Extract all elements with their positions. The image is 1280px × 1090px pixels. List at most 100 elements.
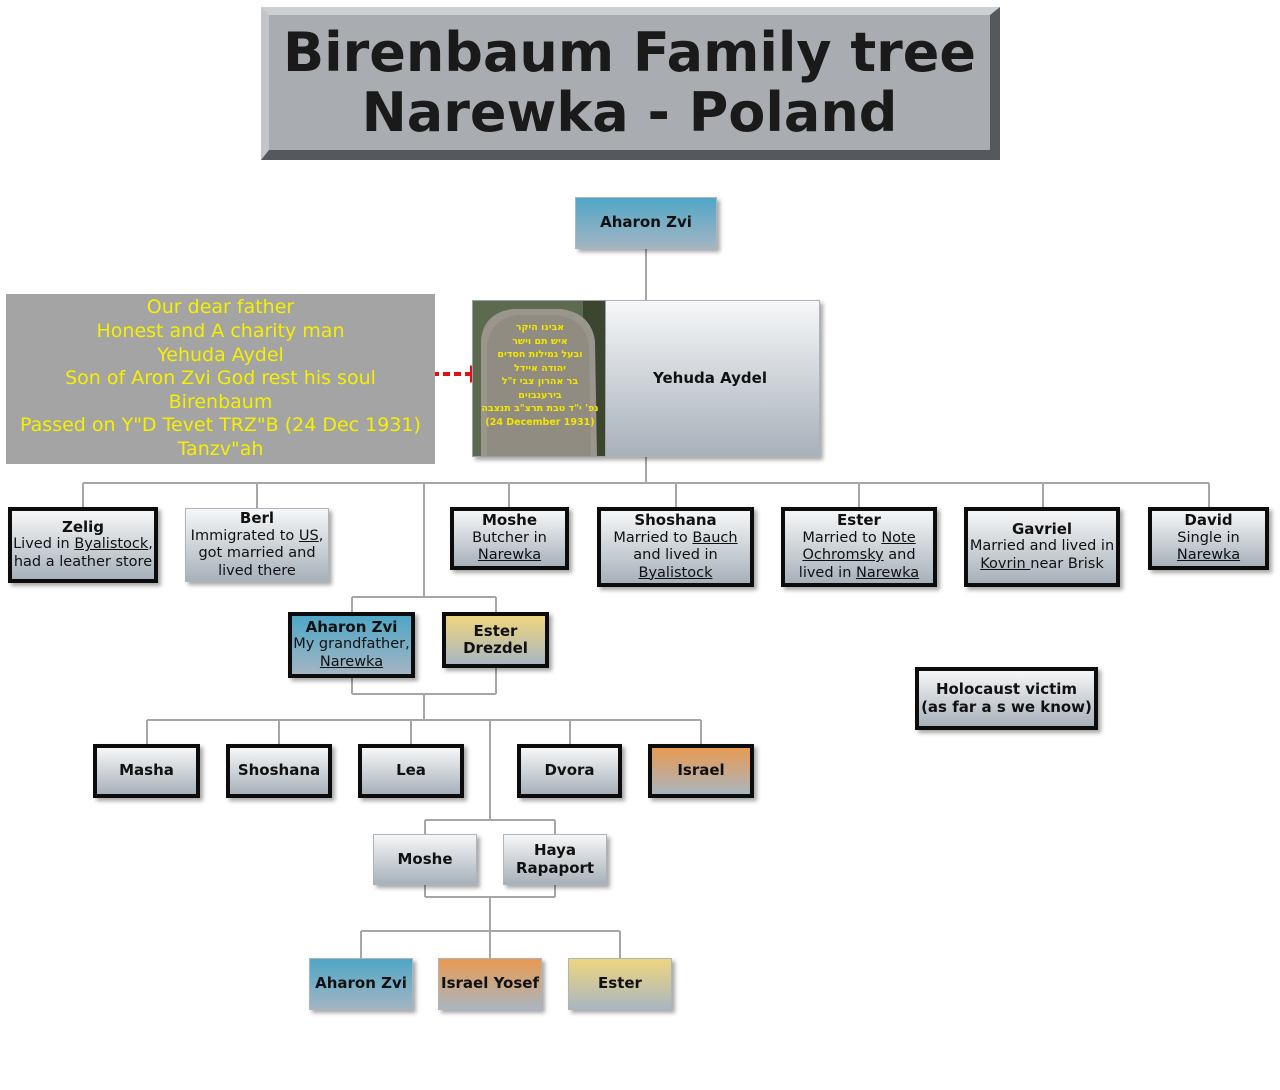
page-title: Birenbaum Family tree Narewka - Poland bbox=[261, 7, 1000, 160]
note-line: Birenbaum bbox=[168, 390, 273, 413]
inscription-line: אבינו היקר bbox=[515, 322, 565, 333]
detail-text: Married to bbox=[613, 529, 693, 546]
node-name: Aharon Zvi bbox=[600, 213, 692, 232]
node-name: Masha bbox=[119, 761, 174, 780]
note-line: Yehuda Aydel bbox=[157, 343, 284, 366]
note-line: Tanzv"ah bbox=[177, 437, 264, 460]
node-name: Lea bbox=[396, 761, 426, 780]
node-detail: Married to Note bbox=[802, 530, 915, 548]
node-name: Yehuda Aydel bbox=[652, 368, 767, 387]
inscription-line: בירענבוים bbox=[518, 389, 562, 401]
tombstone-stone-shape bbox=[473, 301, 605, 456]
node-lea[interactable]: Lea bbox=[358, 744, 464, 798]
detail-text: , bbox=[318, 527, 324, 544]
detail-text: Married and lived in bbox=[969, 538, 1115, 555]
node-masha[interactable]: Masha bbox=[93, 744, 200, 798]
node-name: Aharon Zvi bbox=[315, 974, 407, 993]
inscription-line: בר אהרון צבי ז"ל bbox=[501, 376, 579, 387]
node-root-aharon-zvi[interactable]: Aharon Zvi bbox=[575, 197, 717, 249]
note-line: Honest and A charity man bbox=[96, 320, 345, 343]
node-father-moshe[interactable]: Moshe bbox=[373, 834, 477, 885]
node-detail: Kovrin near Brisk bbox=[980, 556, 1104, 574]
node-israel[interactable]: Israel bbox=[648, 744, 754, 798]
node-name: Shoshana bbox=[634, 511, 717, 529]
detail-text: and bbox=[883, 547, 916, 563]
node-detail: Lived in Byalistock, bbox=[13, 536, 153, 554]
legend-text: Holocaust victim bbox=[935, 680, 1078, 698]
node-berl[interactable]: Berl Immigrated to US, got married and l… bbox=[185, 508, 329, 582]
person-link[interactable]: Note bbox=[881, 529, 916, 546]
node-detail: Ochromsky and bbox=[802, 547, 915, 565]
node-gavriel[interactable]: Gavriel Married and lived in Kovrin near… bbox=[964, 507, 1120, 587]
place-link[interactable]: US bbox=[298, 527, 319, 544]
node-name: Shoshana bbox=[237, 761, 321, 780]
node-israel-yosef[interactable]: Israel Yosef bbox=[438, 958, 542, 1010]
place-link[interactable]: Bauch bbox=[692, 529, 738, 546]
place-link[interactable]: Narewka bbox=[856, 564, 920, 581]
detail-text: Single in bbox=[1177, 529, 1240, 546]
detail-text: Lived in bbox=[13, 536, 75, 553]
tombstone-inscription: אבינו היקר איש תם וישר ובעל גמילות חסדים… bbox=[473, 321, 605, 429]
node-name: Israel Yosef bbox=[441, 974, 539, 993]
node-aharon-zvi-junior[interactable]: Aharon Zvi bbox=[309, 958, 413, 1010]
node-ester[interactable]: Ester Married to Note Ochromsky and live… bbox=[781, 507, 937, 587]
tombstone-translation: Our dear father Honest and A charity man… bbox=[6, 294, 435, 464]
node-detail: lived in Narewka bbox=[799, 565, 919, 583]
detail-text: Married to bbox=[802, 529, 882, 546]
note-line: Passed on Y"D Tevet TRZ"B (24 Dec 1931) bbox=[20, 414, 421, 437]
node-ester-drezdel[interactable]: Ester Drezdel bbox=[442, 612, 549, 668]
inscription-line: איש תם וישר bbox=[512, 335, 568, 347]
node-name: Ester bbox=[837, 511, 881, 529]
detail-text: lived there bbox=[218, 562, 296, 579]
inscription-line: (24 December 1931) bbox=[485, 416, 595, 428]
node-name: Israel bbox=[677, 761, 725, 780]
node-shoshana-2[interactable]: Shoshana bbox=[226, 744, 332, 798]
place-link[interactable]: Narewka bbox=[1176, 547, 1241, 564]
node-name: Ester bbox=[598, 974, 642, 993]
node-haya-rapaport[interactable]: Haya Rapaport bbox=[503, 834, 607, 885]
title-line-2: Narewka - Poland bbox=[361, 80, 898, 144]
node-detail: Immigrated to US, bbox=[191, 528, 324, 546]
node-grandfather-aharon-zvi[interactable]: Aharon Zvi My grandfather, Narewka bbox=[288, 612, 415, 678]
node-name: Aharon Zvi bbox=[305, 617, 398, 636]
node-shoshana[interactable]: Shoshana Married to Bauch and lived in B… bbox=[597, 507, 754, 587]
legend-text: (as far a s we know) bbox=[921, 697, 1092, 716]
legend-holocaust-victim: Holocaust victim (as far a s we know) bbox=[915, 667, 1098, 730]
person-link[interactable]: Ochromsky bbox=[802, 547, 884, 563]
node-name: Zelig bbox=[61, 517, 105, 536]
place-link[interactable]: Kovrin bbox=[980, 555, 1031, 572]
inscription-line: נפ' י"ד טבת תרצ"ב תנצבה bbox=[481, 403, 599, 414]
inscription-line: ובעל גמילות חסדים bbox=[497, 349, 583, 360]
detail-text: near Brisk bbox=[1030, 555, 1104, 572]
detail-text: lived in bbox=[798, 564, 856, 581]
place-link[interactable]: Narewka bbox=[477, 547, 542, 564]
node-david[interactable]: David Single in Narewka bbox=[1148, 507, 1269, 570]
node-name: Moshe bbox=[481, 511, 537, 530]
node-ester-junior[interactable]: Ester bbox=[568, 958, 672, 1010]
place-link[interactable]: Byalistock bbox=[638, 564, 713, 581]
node-zelig[interactable]: Zelig Lived in Byalistock, had a leather… bbox=[8, 507, 158, 583]
detail-text: Butcher in bbox=[472, 529, 547, 546]
node-name: Ester Drezdel bbox=[463, 621, 528, 657]
note-line: Son of Aron Zvi God rest his soul bbox=[65, 367, 376, 390]
node-name: Dvora bbox=[544, 761, 595, 780]
detail-text: Immigrated to bbox=[190, 527, 299, 544]
title-line-1: Birenbaum Family tree bbox=[282, 20, 977, 84]
node-moshe[interactable]: Moshe Butcher in Narewka bbox=[450, 507, 569, 570]
node-name: David bbox=[1184, 511, 1233, 530]
detail-text: got married and bbox=[198, 545, 316, 561]
node-name: Berl bbox=[239, 509, 275, 527]
node-detail: Married to Bauch bbox=[613, 530, 737, 548]
inscription-line: יהודה איידל bbox=[514, 362, 566, 374]
place-link[interactable]: Narewka bbox=[319, 653, 384, 670]
detail-text: My grandfather, bbox=[293, 636, 410, 653]
detail-text: and lived in bbox=[633, 547, 718, 563]
tombstone-photo[interactable]: אבינו היקר איש תם וישר ובעל גמילות חסדים… bbox=[472, 300, 606, 457]
node-name: Gavriel bbox=[1011, 519, 1073, 538]
place-link[interactable]: Byalistock bbox=[74, 536, 149, 553]
node-name: Haya Rapaport bbox=[515, 841, 595, 877]
note-line: Our dear father bbox=[146, 296, 295, 319]
detail-text: had a leather store bbox=[13, 553, 153, 570]
detail-text: , bbox=[148, 536, 153, 553]
node-dvora[interactable]: Dvora bbox=[517, 744, 622, 798]
